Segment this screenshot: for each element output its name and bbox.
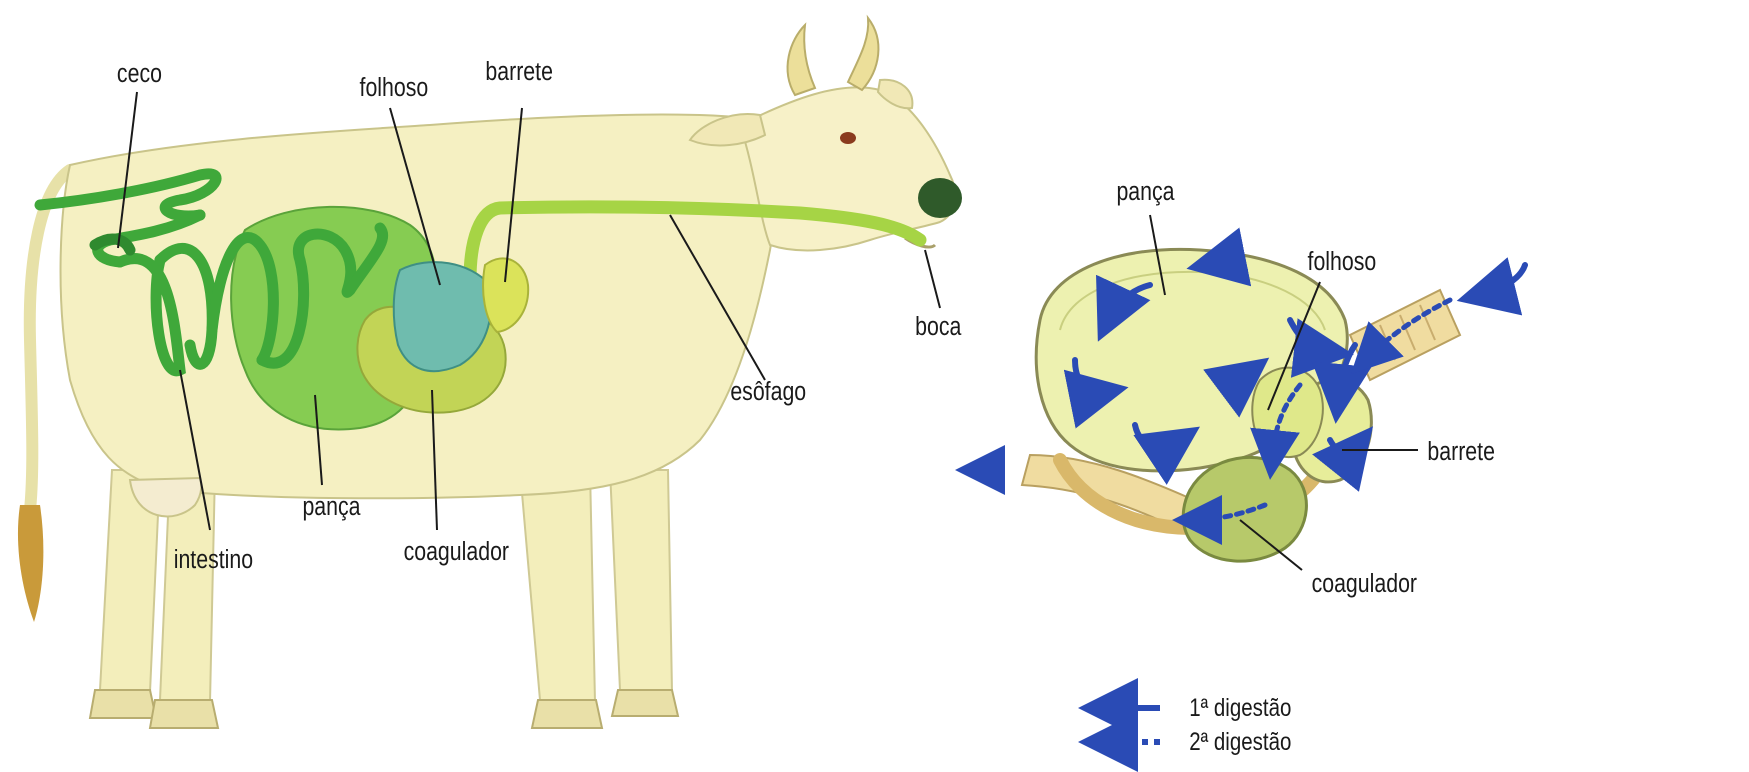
stomach-omasum <box>1252 368 1323 457</box>
stomach-label-barrete: barrete <box>1427 437 1495 467</box>
cow-head <box>740 87 955 250</box>
stomach-label-panca: pança <box>1116 177 1175 207</box>
label-coagulador: coagulador <box>404 537 510 567</box>
cow-nose <box>918 178 962 218</box>
label-intestino: intestino <box>174 545 253 575</box>
cow-tail-tuft <box>18 505 43 622</box>
stomach-label-coagulador: coagulador <box>1312 569 1418 599</box>
label-ceco: ceco <box>117 59 162 89</box>
cow-eye <box>840 132 856 144</box>
label-panca: pança <box>302 492 361 522</box>
stomach-label-folhoso: folhoso <box>1308 247 1377 277</box>
cow-horn-right <box>848 18 878 90</box>
label-folhoso: folhoso <box>360 73 429 103</box>
legend-first-digestion: 1ª digestão <box>1102 693 1291 721</box>
legend-second-digestion: 2ª digestão <box>1102 727 1291 755</box>
label-esofago: esôfago <box>730 377 806 407</box>
legend-first-label: 1ª digestão <box>1189 693 1291 721</box>
cow-illustration <box>18 18 962 728</box>
cow-horn-left <box>788 25 815 95</box>
label-barrete: barrete <box>485 57 553 87</box>
legend-second-label: 2ª digestão <box>1189 727 1291 755</box>
stomach-abomasum <box>1183 457 1306 561</box>
label-boca: boca <box>915 312 962 342</box>
legend: 1ª digestão 2ª digestão <box>1102 693 1291 755</box>
